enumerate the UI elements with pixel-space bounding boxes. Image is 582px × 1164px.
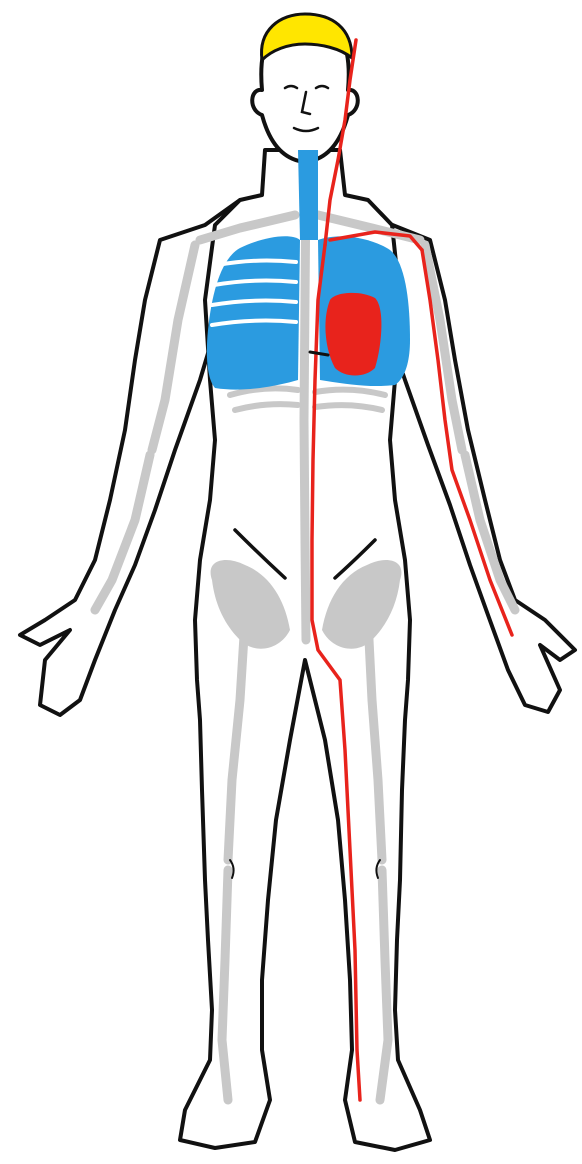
heart — [325, 293, 381, 376]
spine — [304, 180, 306, 640]
trachea — [298, 150, 318, 240]
tibia-right — [222, 870, 228, 1100]
